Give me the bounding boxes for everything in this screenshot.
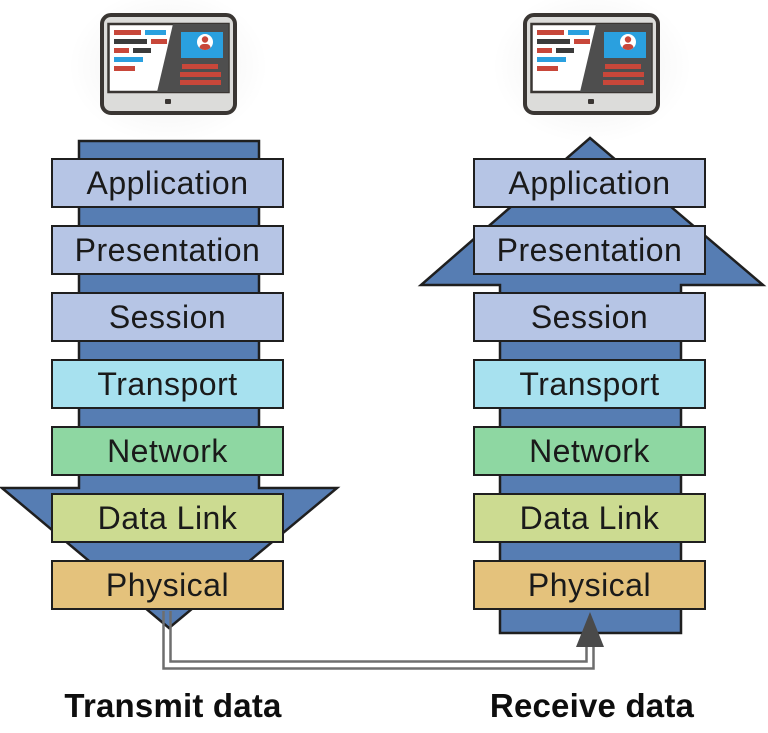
layer-presentation-receive: Presentation	[473, 225, 706, 275]
transmission-line-outer	[162, 611, 595, 670]
layer-physical-transmit: Physical	[51, 560, 284, 610]
computer-monitor-icon	[102, 15, 235, 113]
receive-arrowhead-icon	[576, 612, 604, 647]
layer-application-transmit: Application	[51, 158, 284, 208]
layer-network-receive: Network	[473, 426, 706, 476]
layer-transport-transmit: Transport	[51, 359, 284, 409]
layer-session-receive: Session	[473, 292, 706, 342]
layer-transport-receive: Transport	[473, 359, 706, 409]
caption-transmit-data: Transmit data	[64, 687, 282, 724]
layer-datalink-transmit: Data Link	[51, 493, 284, 543]
layer-application-receive: Application	[473, 158, 706, 208]
transmission-line-inner	[169, 611, 588, 663]
layer-datalink-receive: Data Link	[473, 493, 706, 543]
computer-monitor-icon	[525, 15, 658, 113]
layer-physical-receive: Physical	[473, 560, 706, 610]
layer-session-transmit: Session	[51, 292, 284, 342]
caption-receive-data: Receive data	[489, 687, 695, 724]
layer-network-transmit: Network	[51, 426, 284, 476]
layer-presentation-transmit: Presentation	[51, 225, 284, 275]
